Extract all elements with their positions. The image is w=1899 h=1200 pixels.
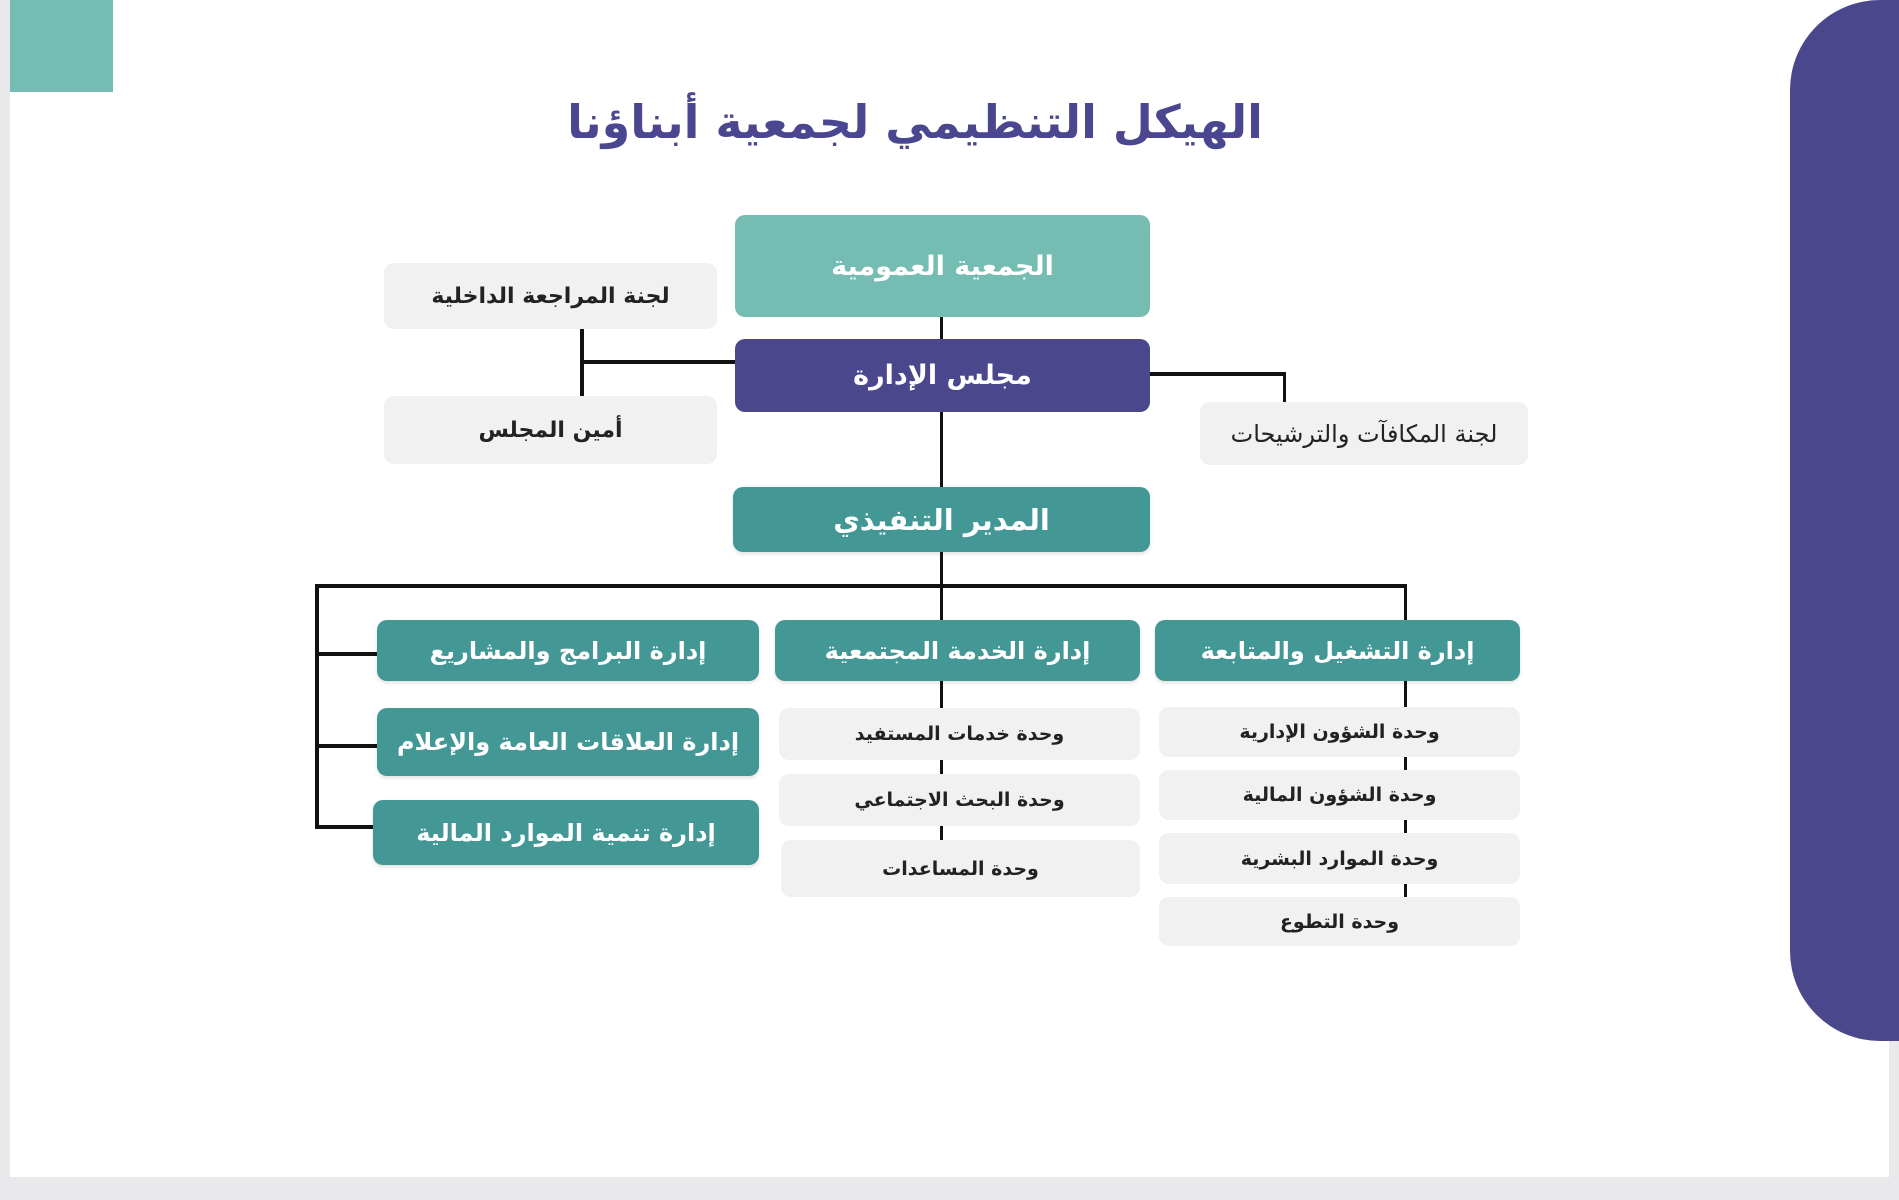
rewards-committee-box: لجنة المكافآت والترشيحات	[1200, 402, 1528, 465]
connector	[940, 317, 943, 339]
general-assembly-box: الجمعية العمومية	[735, 215, 1150, 317]
unit-box: وحدة البحث الاجتماعي	[779, 774, 1140, 826]
connector	[1404, 757, 1407, 770]
internal-audit-box: لجنة المراجعة الداخلية	[384, 263, 717, 329]
connector	[1150, 372, 1286, 376]
connector	[315, 584, 319, 829]
board-box: مجلس الإدارة	[735, 339, 1150, 412]
connector	[315, 584, 1407, 588]
connector	[315, 652, 377, 656]
chart-title: الهيكل التنظيمي لجمعية أبناؤنا	[567, 95, 1263, 149]
connector	[940, 760, 943, 774]
connector	[580, 360, 735, 364]
connector	[1404, 681, 1407, 707]
connector	[1404, 820, 1407, 833]
unit-box: وحدة الشؤون الإدارية	[1159, 707, 1520, 757]
unit-box: وحدة الشؤون المالية	[1159, 770, 1520, 820]
public-relations-dept-box: إدارة العلاقات العامة والإعلام	[377, 708, 759, 776]
executive-director-box: المدير التنفيذي	[733, 487, 1150, 552]
side-accent-bar	[1790, 0, 1899, 1041]
unit-box: وحدة المساعدات	[781, 840, 1140, 897]
connector	[315, 744, 377, 748]
community-dept-box: إدارة الخدمة المجتمعية	[775, 620, 1140, 681]
unit-box: وحدة التطوع	[1159, 897, 1520, 946]
operations-dept-box: إدارة التشغيل والمتابعة	[1155, 620, 1520, 681]
board-secretary-box: أمين المجلس	[384, 396, 717, 464]
connector	[1283, 372, 1286, 402]
connector	[315, 825, 375, 829]
unit-box: وحدة خدمات المستفيد	[779, 708, 1140, 760]
financial-development-dept-box: إدارة تنمية الموارد المالية	[373, 800, 759, 865]
connector	[1404, 584, 1407, 620]
connector	[940, 826, 943, 840]
programs-dept-box: إدارة البرامج والمشاريع	[377, 620, 759, 681]
connector	[1404, 884, 1407, 897]
connector	[940, 681, 943, 708]
slide-page	[10, 0, 1889, 1177]
connector	[940, 412, 943, 487]
unit-box: وحدة الموارد البشرية	[1159, 833, 1520, 884]
corner-accent	[10, 0, 113, 92]
